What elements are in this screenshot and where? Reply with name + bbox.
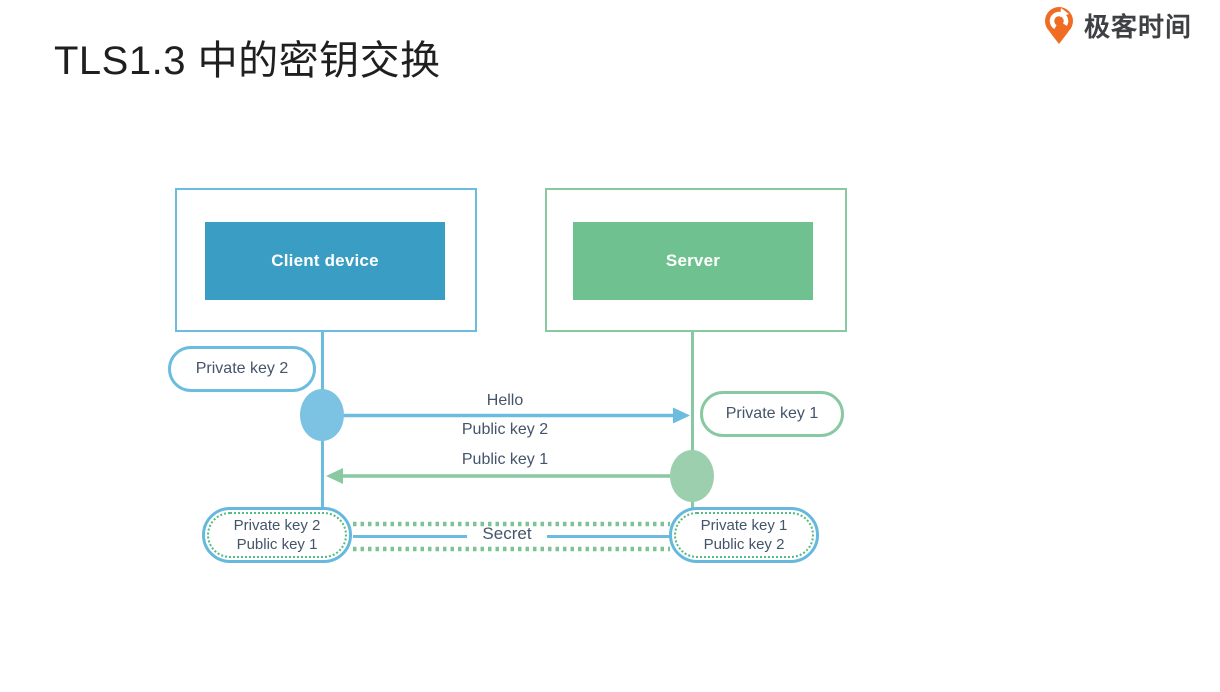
- client-result-pill: Private key 2 Public key 1: [202, 507, 352, 563]
- hello-arrow-head: [673, 407, 690, 424]
- geektime-logo-text: 极客时间: [1084, 11, 1193, 42]
- server-result-content: Private key 1 Public key 2: [674, 512, 814, 558]
- server-label: Server: [573, 222, 813, 300]
- geektime-logo: 极客时间: [1040, 5, 1192, 45]
- geektime-pin-icon: [1045, 7, 1073, 44]
- server-result-pill: Private key 1 Public key 2: [669, 507, 819, 563]
- client-exchange-node: [300, 389, 344, 441]
- public-key-2-message-label: Public key 2: [461, 421, 549, 438]
- client-private-key-pill: Private key 2: [168, 346, 316, 392]
- hello-message-label: Hello: [486, 392, 524, 409]
- client-result-line1: Private key 2: [233, 517, 321, 534]
- secret-label: Secret: [482, 524, 532, 543]
- server-private-key-pill: Private key 1: [700, 391, 844, 437]
- server-result-line2: Public key 2: [703, 536, 785, 553]
- public-key-1-arrow-head: [326, 468, 343, 484]
- client-result-line2: Public key 1: [236, 536, 318, 553]
- client-result-content: Private key 2 Public key 1: [207, 512, 347, 558]
- public-key-1-message-label: Public key 1: [461, 451, 549, 468]
- server-result-line1: Private key 1: [700, 517, 788, 534]
- server-exchange-node: [670, 450, 714, 502]
- page-title: TLS1.3 中的密钥交换: [54, 39, 441, 83]
- client-device-label: Client device: [205, 222, 445, 300]
